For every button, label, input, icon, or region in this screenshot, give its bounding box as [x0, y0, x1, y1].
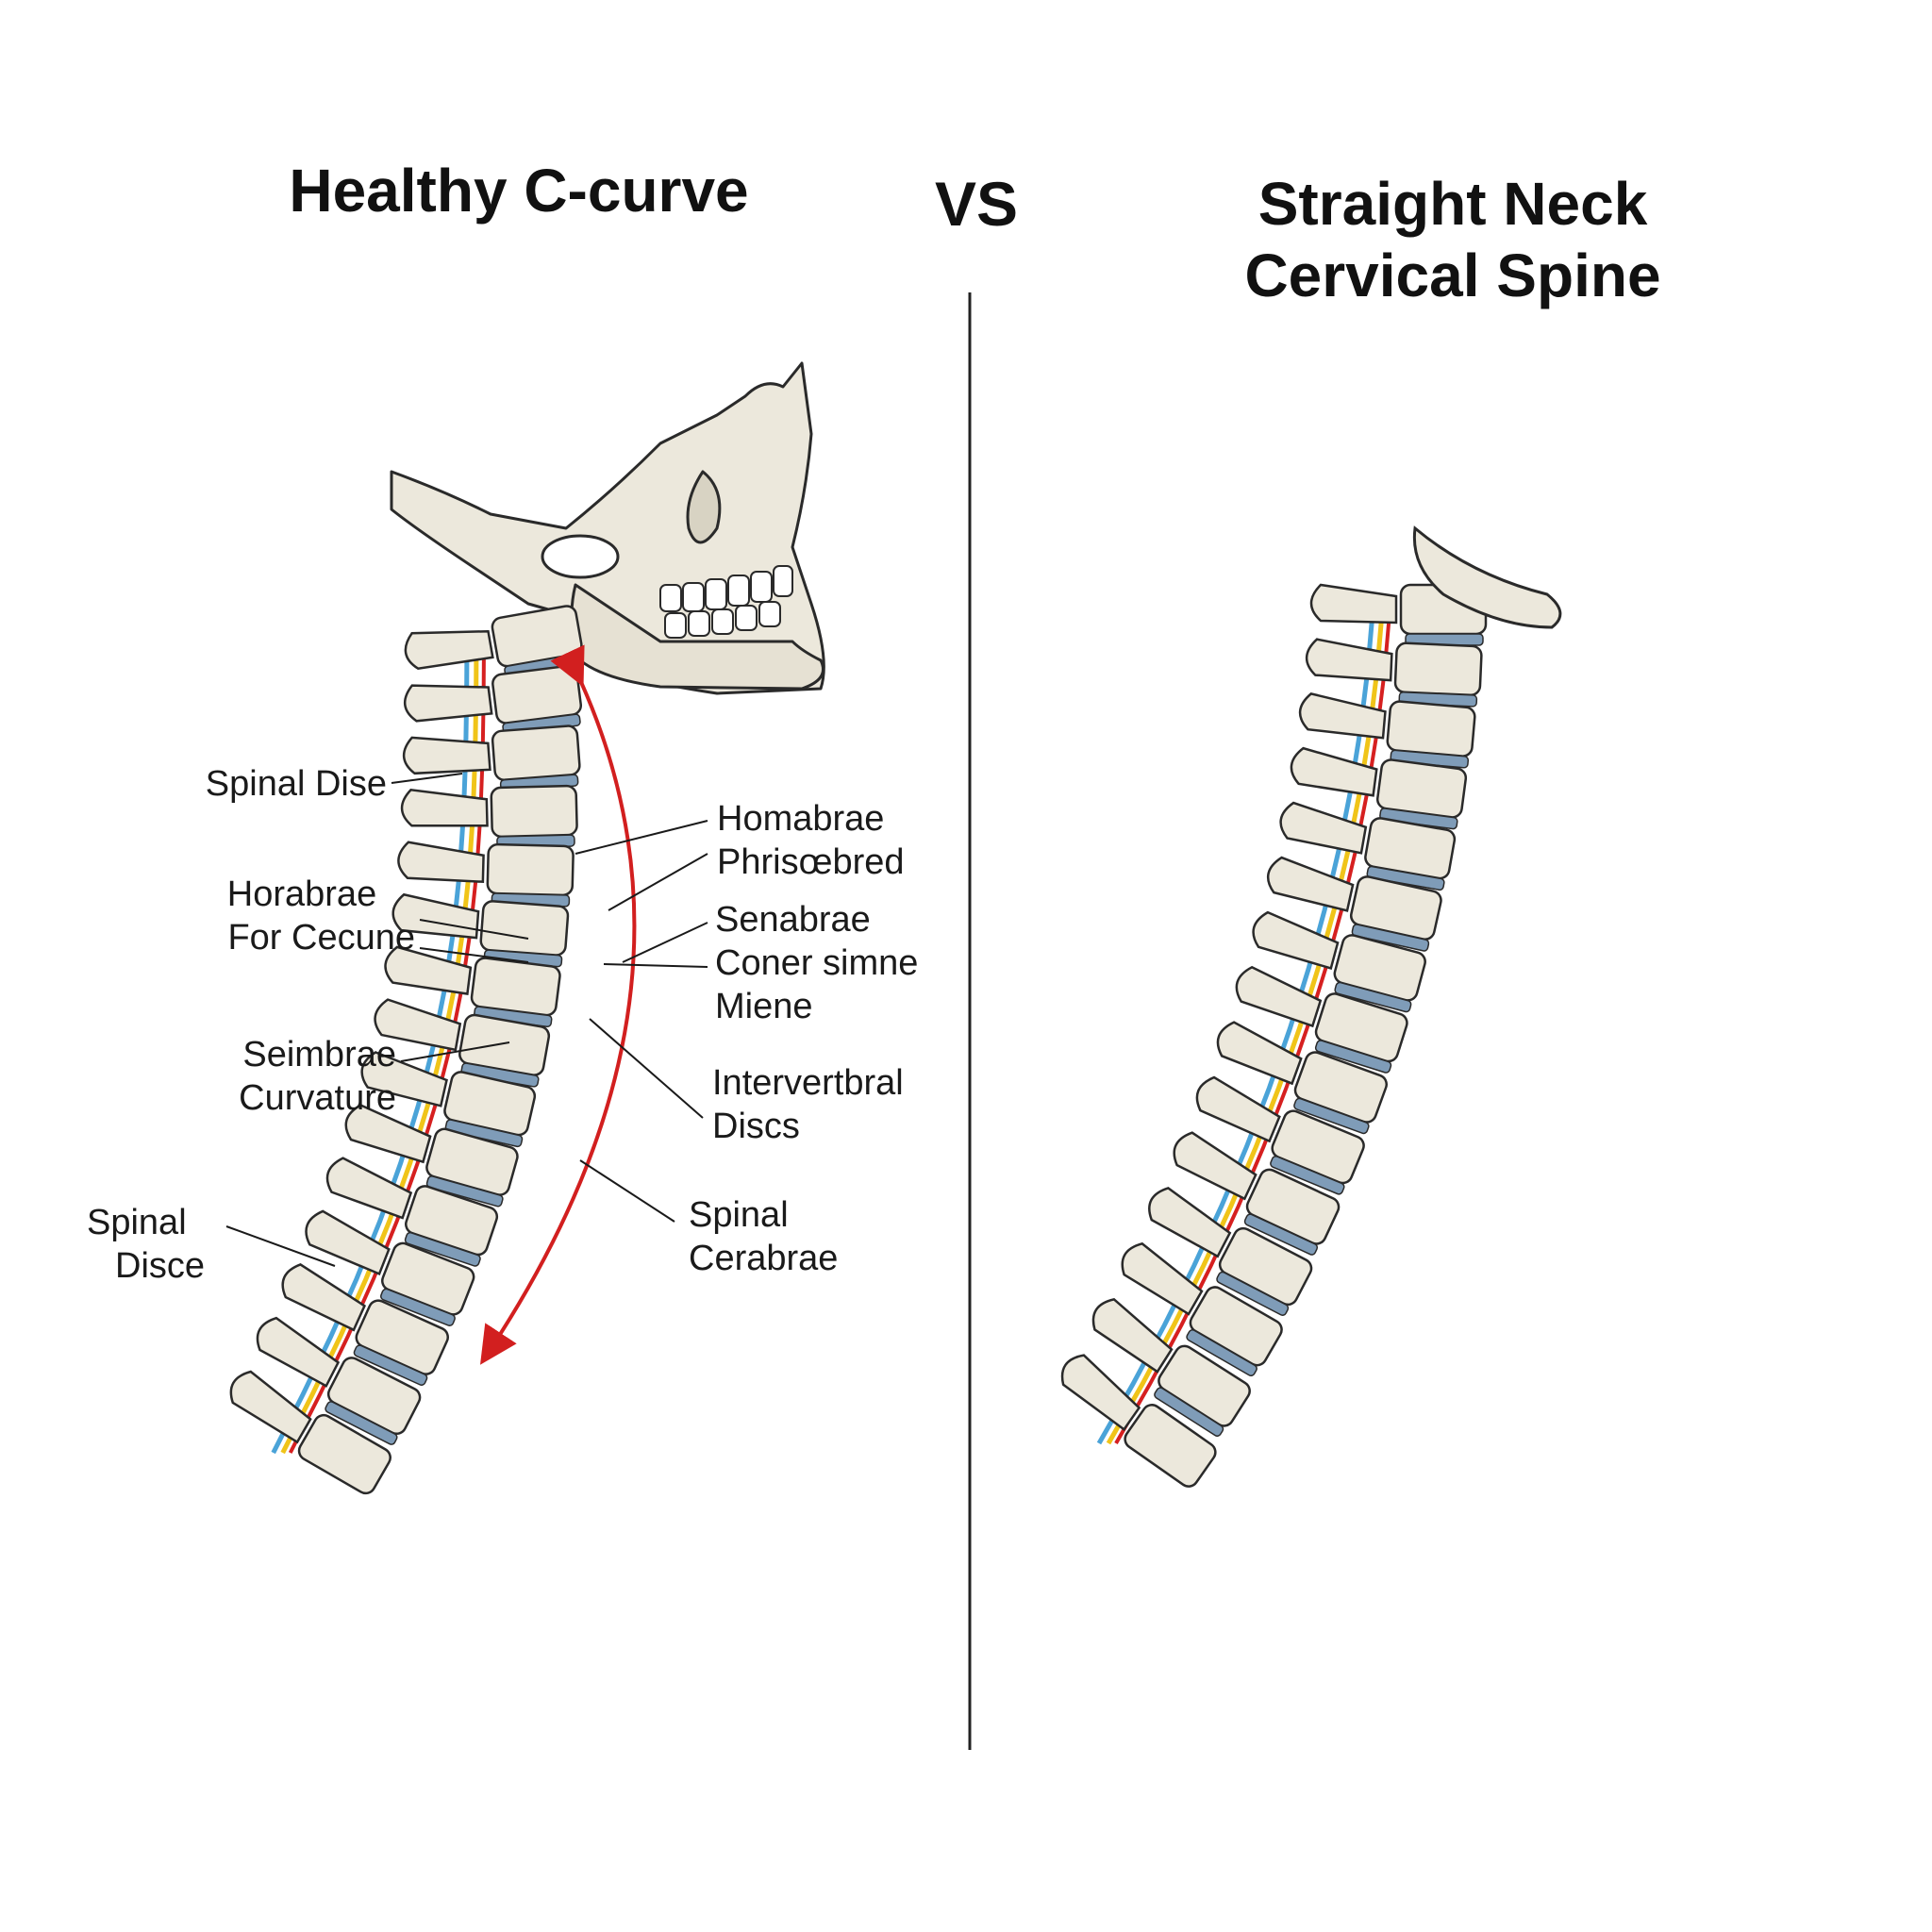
title-straight-neck: Straight Neck Cervical Spine: [1160, 168, 1745, 311]
label-homabrae-phrisoebred: Homabrae Phrisœbred: [717, 799, 905, 882]
right-disc: [1314, 1040, 1392, 1074]
right-vertebra: [1298, 692, 1476, 769]
right-disc: [1154, 1387, 1224, 1437]
right-vertebra: [1305, 638, 1483, 708]
left-vertebra: [397, 841, 575, 908]
right-vertebra: [1266, 856, 1442, 952]
curvature-arrow: [480, 644, 637, 1365]
right-vertebra: [1279, 801, 1457, 891]
left-disc: [380, 1288, 456, 1326]
title-right-line2: Cervical Spine: [1244, 242, 1661, 309]
right-disc: [1216, 1271, 1290, 1316]
left-vertebra: [325, 1157, 499, 1267]
right-vertebra: [1252, 910, 1426, 1013]
label-horabrae-for-cecune: Horabrae For Cecune: [226, 874, 415, 958]
left-vertebra: [400, 784, 578, 849]
left-vertebra: [281, 1263, 449, 1386]
left-disc: [353, 1344, 428, 1386]
right-vertebra: [1091, 1298, 1251, 1437]
title-vs: VS: [934, 169, 1019, 239]
label-intervertbral-discs: Intervertbral Discs: [712, 1063, 904, 1146]
right-vertebra: [1195, 1075, 1365, 1195]
right-disc: [1186, 1329, 1257, 1377]
right-disc: [1270, 1156, 1345, 1195]
right-disc: [1334, 981, 1412, 1013]
left-disc: [325, 1401, 398, 1445]
left-vertebra: [229, 1370, 391, 1495]
right-vertebra: [1235, 965, 1408, 1074]
right-disc: [1293, 1097, 1370, 1135]
label-spinal-dise: Spinal Dise: [205, 764, 387, 804]
leader-lines-left: [225, 773, 529, 1267]
left-vertebra: [256, 1316, 422, 1445]
right-vertebra: [1148, 1187, 1313, 1316]
skull-illustration: [390, 361, 825, 695]
right-vertebra: [1290, 746, 1468, 830]
right-vertebra: [1173, 1131, 1341, 1256]
title-healthy-c-curve: Healthy C-curve: [289, 157, 749, 225]
right-vertebra: [1216, 1021, 1388, 1135]
atlas-vertebra: [1412, 525, 1562, 629]
right-vertebra: [1121, 1241, 1283, 1377]
label-spinal-disce: Spinal Disce: [87, 1203, 206, 1286]
title-right-line1: Straight Neck: [1257, 170, 1648, 238]
straight-neck-spine: [1060, 525, 1562, 1488]
label-seimbrae-curvature: Seimbrae Curvature: [239, 1035, 396, 1118]
label-senabrae-coner-simne-miene: Senabrae Coner simne Miene: [715, 900, 919, 1026]
left-disc: [404, 1231, 481, 1267]
right-disc: [1351, 924, 1430, 952]
right-disc: [1243, 1213, 1319, 1256]
left-vertebra: [305, 1209, 475, 1326]
leader-lines-right: [575, 820, 708, 1223]
label-spinal-cerabrae: Spinal Cerabrae: [689, 1195, 839, 1278]
right-vertebra: [1060, 1354, 1217, 1488]
